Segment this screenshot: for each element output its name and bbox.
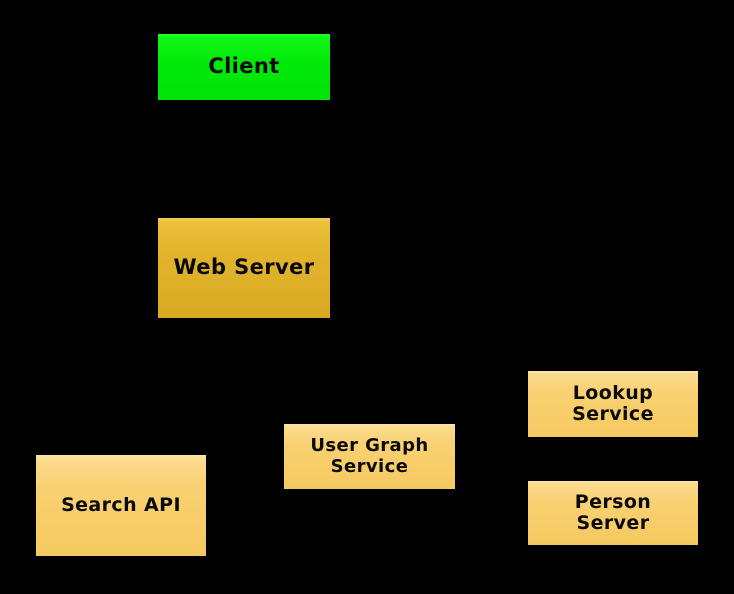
node-lookup-service[interactable]: Lookup Service <box>528 371 698 437</box>
node-web-server-label: Web Server <box>173 255 315 280</box>
node-person-server-label: Person Server <box>574 490 652 534</box>
node-search-api[interactable]: Search API <box>36 455 206 556</box>
node-web-server[interactable]: Web Server <box>158 218 330 318</box>
node-person-server[interactable]: Person Server <box>528 481 698 545</box>
node-client[interactable]: Client <box>158 34 330 100</box>
node-user-graph-service-label: User Graph Service <box>310 435 429 477</box>
node-client-label: Client <box>208 54 280 79</box>
node-search-api-label: Search API <box>61 493 181 516</box>
node-user-graph-service[interactable]: User Graph Service <box>284 424 455 489</box>
node-lookup-service-label: Lookup Service <box>572 381 654 425</box>
